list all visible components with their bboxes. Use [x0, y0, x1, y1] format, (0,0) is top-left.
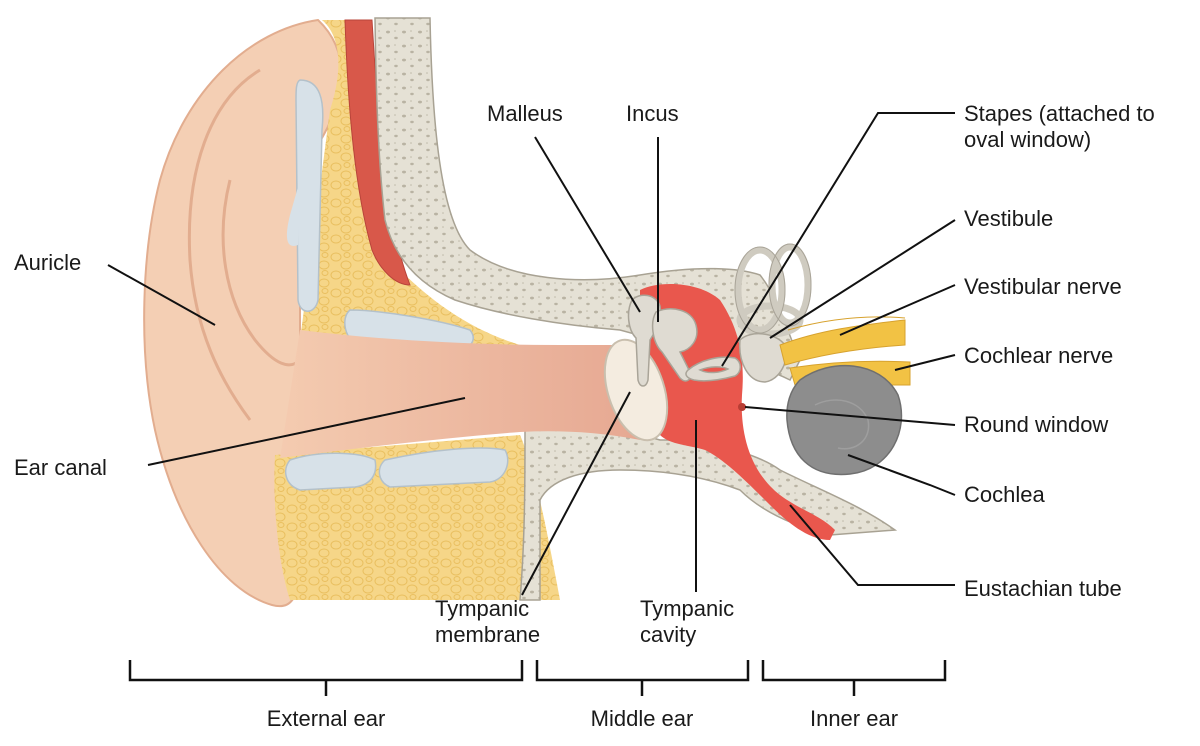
label-round-window: Round window	[964, 412, 1109, 437]
label-tympanic-cavity: Tympanic cavity	[640, 596, 735, 647]
soft-tissue-upper	[300, 20, 520, 345]
label-cochlea: Cochlea	[964, 482, 1045, 507]
label-vestibular-nerve: Vestibular nerve	[964, 274, 1122, 299]
stapes-shape	[685, 356, 741, 382]
region-external-ear: External ear	[266, 706, 386, 731]
region-brackets	[128, 660, 947, 696]
label-stapes: Stapes (attached to oval window)	[964, 101, 1155, 152]
leader-lines	[107, 112, 956, 596]
label-malleus: Malleus	[487, 101, 563, 126]
label-tympanic-membrane: Tympanic membrane	[435, 596, 541, 647]
region-inner-ear: Inner ear	[809, 706, 899, 731]
cochlea-shape	[786, 364, 903, 476]
label-cochlear-nerve: Cochlear nerve	[964, 343, 1114, 368]
tympanic-membrane-shape	[603, 338, 669, 442]
malleus-shape	[627, 294, 662, 387]
region-middle-ear: Middle ear	[590, 706, 694, 731]
label-vestibule: Vestibule	[964, 206, 1054, 231]
label-ear-canal: Ear canal	[14, 455, 107, 480]
label-incus: Incus	[626, 101, 679, 126]
ear-canal-shape	[280, 330, 640, 458]
label-eustachian-tube: Eustachian tube	[964, 576, 1122, 601]
label-auricle: Auricle	[14, 250, 82, 275]
